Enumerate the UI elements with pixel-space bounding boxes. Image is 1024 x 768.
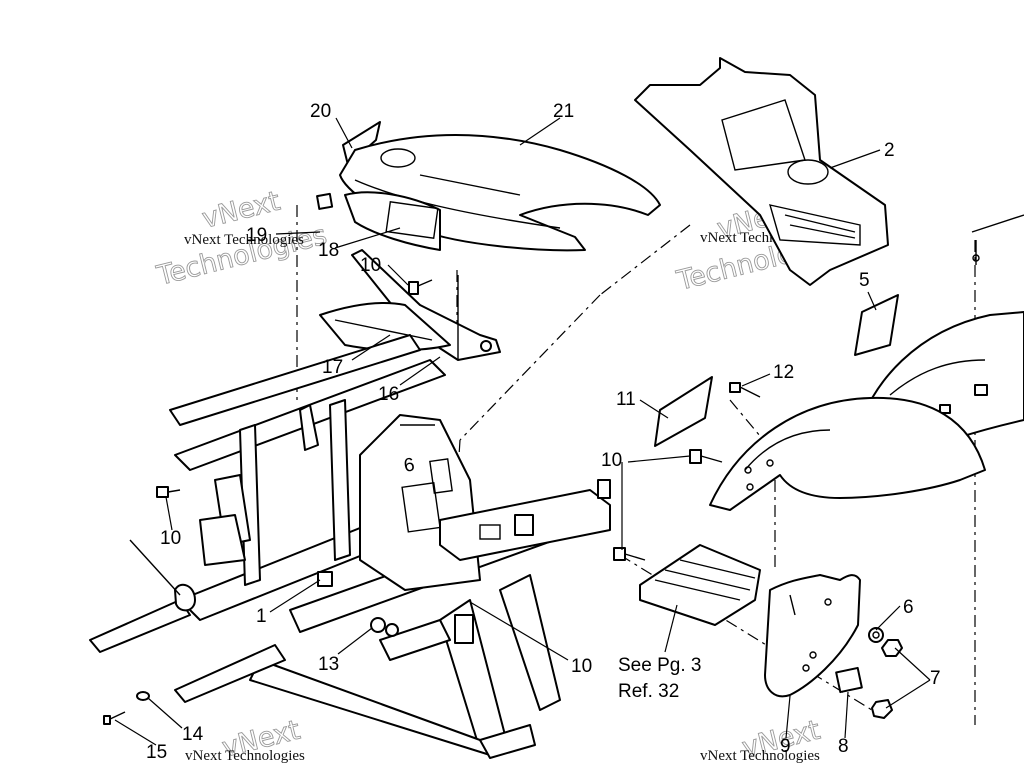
part-9-plate-bracket xyxy=(764,574,861,698)
watermark-bottom-right: vNext vNext Technologies xyxy=(700,714,824,764)
svg-text:Technologies: Technologies xyxy=(153,220,330,292)
part-10-bolt-top xyxy=(408,279,433,295)
leader-lines xyxy=(114,117,931,746)
part-10-bolt-fender xyxy=(689,449,723,464)
callout-10-top: 10 xyxy=(360,255,381,276)
callout-16: 16 xyxy=(378,384,399,405)
callout-19: 19 xyxy=(246,225,267,246)
callout-8: 8 xyxy=(838,736,849,757)
callout-17: 17 xyxy=(322,357,343,378)
callout-13: 13 xyxy=(318,654,339,675)
callout-1: 1 xyxy=(256,606,267,627)
callout-10-bottom: 10 xyxy=(571,656,592,677)
main-frame xyxy=(89,334,611,759)
reference-note-line2: Ref. 32 xyxy=(618,681,679,702)
callout-18: 18 xyxy=(318,240,339,261)
part-5-decal xyxy=(854,294,899,356)
part-12-bolt xyxy=(729,382,761,398)
part-6-washer xyxy=(868,627,884,643)
frame-stamp: 6 xyxy=(402,454,416,477)
cable-upper-right xyxy=(971,214,1024,265)
svg-text:vNext Technologies: vNext Technologies xyxy=(700,748,820,764)
callout-9: 9 xyxy=(780,736,791,757)
callout-2: 2 xyxy=(884,140,895,161)
part-15-screw xyxy=(103,711,126,725)
part-7-nuts xyxy=(871,639,903,719)
callout-7: 7 xyxy=(930,668,941,689)
part-11-decal xyxy=(654,376,713,447)
footrest-block xyxy=(639,544,761,626)
callout-14: 14 xyxy=(182,724,204,745)
callout-6: 6 xyxy=(903,597,914,618)
callout-21: 21 xyxy=(553,101,574,122)
callout-12: 12 xyxy=(773,362,794,383)
svg-text:vNext Technologies: vNext Technologies xyxy=(185,748,305,764)
callout-11: 11 xyxy=(616,389,636,410)
reference-note-line1: See Pg. 3 xyxy=(618,655,701,676)
callout-15: 15 xyxy=(146,742,167,763)
part-10-bolt-mid xyxy=(613,547,646,561)
callout-20: 20 xyxy=(310,101,331,122)
callout-10-left: 10 xyxy=(160,528,181,549)
callout-10-fender: 10 xyxy=(601,450,622,471)
part-2-dash-housing xyxy=(634,57,889,286)
svg-text:vNext Technologies: vNext Technologies xyxy=(184,232,304,248)
part-8-clip xyxy=(835,666,863,694)
part-19-clip xyxy=(316,192,334,210)
watermark-top-left: vNext Technologies vNext Technologies xyxy=(153,185,331,292)
part-18-lens xyxy=(344,191,441,251)
svg-text:vNext: vNext xyxy=(199,186,283,235)
callout-5: 5 xyxy=(859,270,870,291)
front-fender xyxy=(709,396,986,511)
part-14-washer xyxy=(136,691,150,701)
part-10-bolt-left xyxy=(156,486,181,498)
